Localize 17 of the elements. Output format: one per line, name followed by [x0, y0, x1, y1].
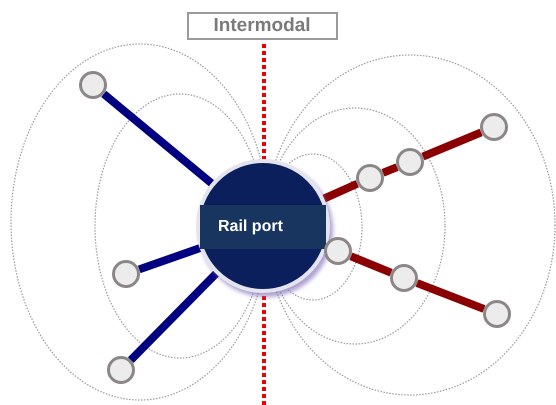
- station-circle: [483, 300, 511, 328]
- station-circle: [390, 264, 418, 292]
- port-label: Rail port: [218, 218, 283, 236]
- station-circle: [356, 164, 384, 192]
- station-circle: [112, 260, 140, 288]
- station-circle: [396, 148, 424, 176]
- station-circle: [480, 113, 508, 141]
- station-circle: [79, 71, 107, 99]
- title-label: Intermodal: [213, 15, 311, 37]
- connector-line: [382, 163, 398, 177]
- connector-line: [128, 270, 219, 363]
- station-circle: [324, 237, 352, 265]
- connector-line: [416, 279, 486, 313]
- title-box: [186, 12, 338, 40]
- station-circle: [107, 356, 135, 384]
- connector-line: [421, 128, 483, 160]
- rail-port-circle: [196, 159, 330, 293]
